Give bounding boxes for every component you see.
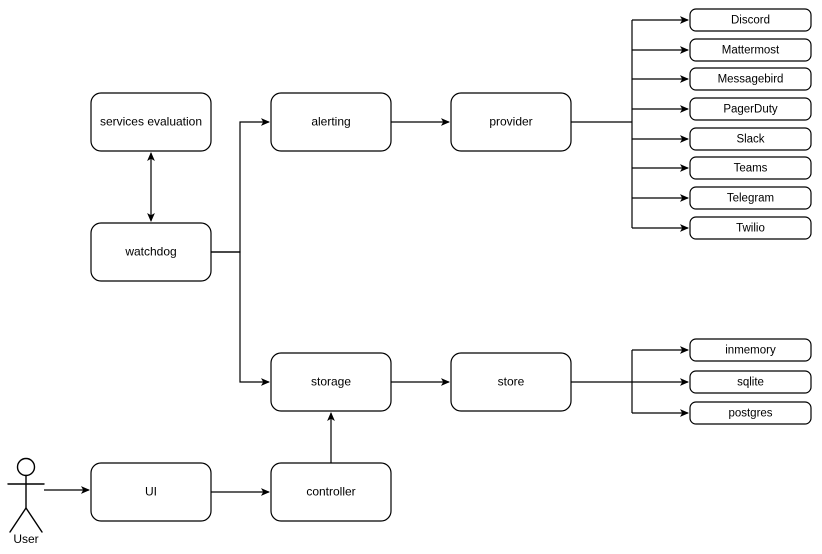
- node-box-ui: [90, 462, 212, 522]
- node-ui[interactable]: UI: [90, 462, 212, 522]
- leaf-node-messagebird[interactable]: Messagebird: [689, 67, 812, 91]
- nodes-layer: services evaluation watchdog alerting provi…: [90, 92, 572, 522]
- leaf-label-sqlite: sqlite: [737, 377, 764, 389]
- leaf-label-teams: Teams: [734, 163, 768, 175]
- node-controller[interactable]: controller: [270, 462, 392, 522]
- leaf-box-mattermost: [689, 38, 812, 62]
- leaf-node-discord[interactable]: Discord: [689, 8, 812, 32]
- node-label-storage: storage: [311, 375, 351, 389]
- node-storage[interactable]: storage: [270, 352, 392, 412]
- leaf-node-slack[interactable]: Slack: [689, 127, 812, 151]
- leaf-box-discord: [689, 8, 812, 32]
- node-box-alerting: [270, 92, 392, 152]
- leaf-box-teams: [689, 156, 812, 180]
- leaf-label-slack: Slack: [736, 134, 764, 146]
- leaf-box-twilio: [689, 216, 812, 240]
- node-label-alerting: alerting: [311, 115, 350, 129]
- leaf-label-inmemory: inmemory: [725, 345, 776, 357]
- node-box-services-evaluation: [90, 92, 212, 152]
- node-provider[interactable]: provider: [450, 92, 572, 152]
- leaf-box-postgres: [689, 401, 812, 425]
- leaf-node-sqlite[interactable]: sqlite: [689, 370, 812, 394]
- actor-label-user: User: [13, 532, 38, 546]
- leaf-label-pagerduty: PagerDuty: [723, 104, 778, 116]
- leaf-box-slack: [689, 127, 812, 151]
- leaf-node-pagerduty[interactable]: PagerDuty: [689, 97, 812, 121]
- leaf-node-mattermost[interactable]: Mattermost: [689, 38, 812, 62]
- leaf-box-inmemory: [689, 338, 812, 362]
- leaf-label-postgres: postgres: [728, 408, 772, 420]
- leaf-box-pagerduty: [689, 97, 812, 121]
- store-leaf-nodes: inmemory sqlite postgres: [571, 338, 812, 425]
- leaf-box-sqlite: [689, 370, 812, 394]
- node-box-watchdog: [90, 222, 212, 282]
- node-label-ui: UI: [145, 485, 157, 499]
- leaf-label-telegram: Telegram: [727, 193, 774, 205]
- node-store[interactable]: store: [450, 352, 572, 412]
- leaf-box-telegram: [689, 186, 812, 210]
- leaf-node-telegram[interactable]: Telegram: [689, 186, 812, 210]
- provider-leaf-nodes: DiscordMattermostMessagebirdPagerDutySla…: [571, 8, 812, 240]
- leaf-box-messagebird: [689, 67, 812, 91]
- actor-user[interactable]: User: [7, 457, 45, 547]
- leaf-label-twilio: Twilio: [736, 223, 765, 235]
- edge-watchdog-storage: [211, 251, 270, 386]
- leaf-node-postgres[interactable]: postgres: [689, 401, 812, 425]
- leaf-node-inmemory[interactable]: inmemory: [689, 338, 812, 362]
- leaf-node-teams[interactable]: Teams: [689, 156, 812, 180]
- leaf-label-messagebird: Messagebird: [718, 74, 784, 86]
- node-label-services-evaluation: services evaluation: [100, 115, 202, 129]
- leaf-node-twilio[interactable]: Twilio: [689, 216, 812, 240]
- node-watchdog[interactable]: watchdog: [90, 222, 212, 282]
- node-box-storage: [270, 352, 392, 412]
- leaf-label-discord: Discord: [731, 15, 770, 27]
- actor-head-icon: [16, 457, 36, 477]
- node-label-store: store: [498, 375, 525, 389]
- leaf-label-mattermost: Mattermost: [722, 45, 780, 57]
- actors-layer: User: [7, 457, 45, 547]
- node-label-provider: provider: [489, 115, 532, 129]
- actor-legs-icon: [9, 506, 43, 533]
- edge-watchdog-alerting: [211, 118, 270, 253]
- node-alerting[interactable]: alerting: [270, 92, 392, 152]
- node-box-controller: [270, 462, 392, 522]
- node-services-evaluation[interactable]: services evaluation: [90, 92, 212, 152]
- node-label-controller: controller: [306, 485, 355, 499]
- node-label-watchdog: watchdog: [124, 245, 176, 259]
- edges-layer: [44, 118, 450, 496]
